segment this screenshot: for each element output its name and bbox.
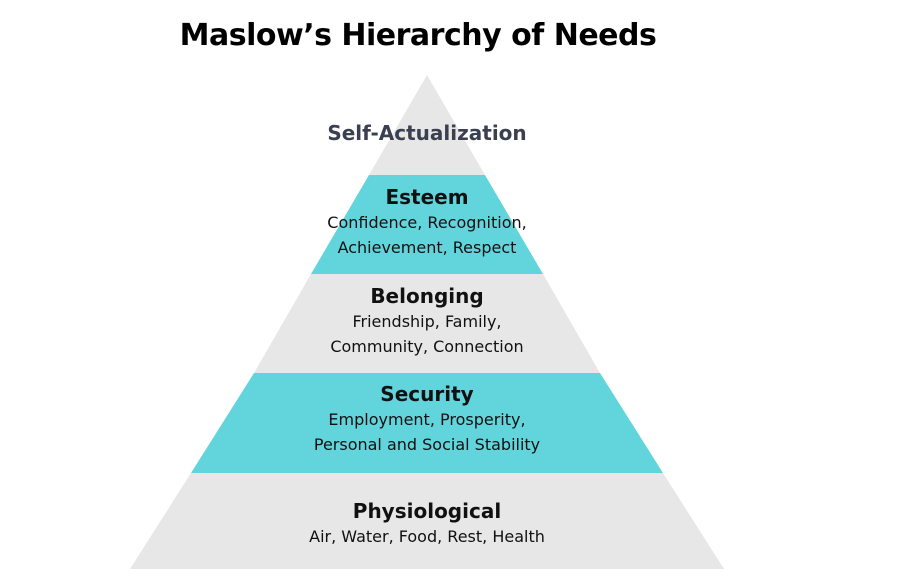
belonging-label-group: Belonging Friendship, Family, Community,… [0,283,854,359]
belonging-desc-line2: Community, Connection [330,337,524,356]
belonging-label: Belonging [370,284,484,308]
belonging-desc-line1: Friendship, Family, [352,312,502,331]
esteem-label: Esteem [385,185,469,209]
physiological-label-group: Physiological Air, Water, Food, Rest, He… [0,498,854,549]
pyramid-level-self-actualization [369,75,485,175]
page-title: Maslow’s Hierarchy of Needs [179,18,657,53]
physiological-label: Physiological [352,499,502,523]
pyramid-level-physiological [130,473,724,569]
security-desc-line2: Personal and Social Stability [313,435,541,454]
physiological-desc-line1: Air, Water, Food, Rest, Health [309,527,545,546]
self-actualization-label-group: Self-Actualization [0,120,854,146]
pyramid-level-esteem [311,175,543,274]
self-actualization-label: Self-Actualization [327,121,527,145]
security-label-group: Security Employment, Prosperity, Persona… [0,381,854,457]
security-label: Security [380,382,474,406]
esteem-label-group: Esteem Confidence, Recognition, Achievem… [0,184,854,260]
esteem-desc-line2: Achievement, Respect [337,238,517,257]
esteem-desc-line1: Confidence, Recognition, [327,213,527,232]
pyramid-level-belonging [254,274,600,373]
pyramid-level-security [191,373,663,473]
security-desc-line1: Employment, Prosperity, [328,410,526,429]
